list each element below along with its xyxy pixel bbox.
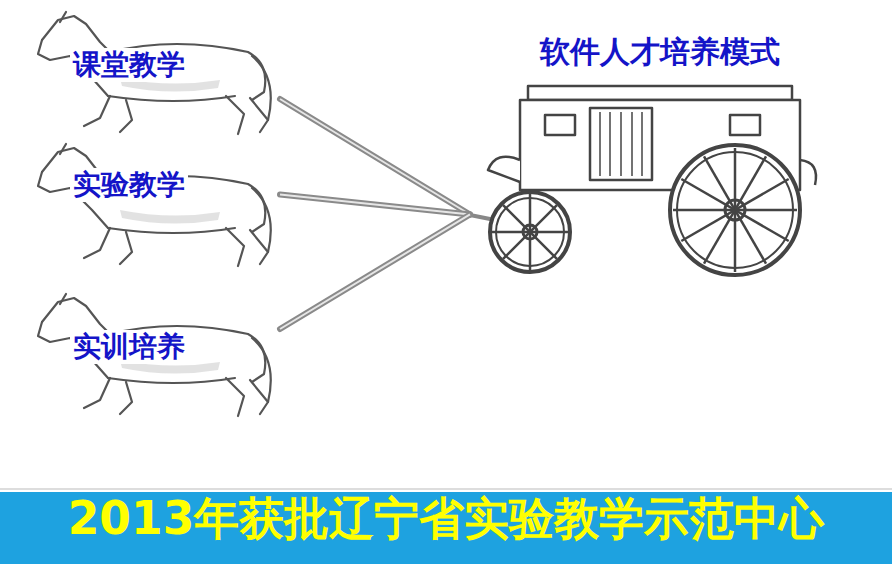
horse-node: 实训培养 <box>30 290 280 420</box>
horse-label: 实训培养 <box>70 330 188 364</box>
horse-label: 课堂教学 <box>70 48 188 82</box>
harness-pole <box>280 99 470 214</box>
harness-pole <box>280 195 470 215</box>
horse-node: 实验教学 <box>30 140 280 270</box>
carriage-heading: 软件人才培养模式 <box>470 34 850 70</box>
banner-band: 2013年获批辽宁省实验教学示范中心 <box>0 492 892 564</box>
horse-node: 课堂教学 <box>30 8 280 138</box>
banner-text: 2013年获批辽宁省实验教学示范中心 <box>0 492 892 547</box>
horse-label: 实验教学 <box>70 168 188 202</box>
carriage-node: 软件人才培养模式 <box>470 28 850 280</box>
harness-pole <box>280 214 470 329</box>
